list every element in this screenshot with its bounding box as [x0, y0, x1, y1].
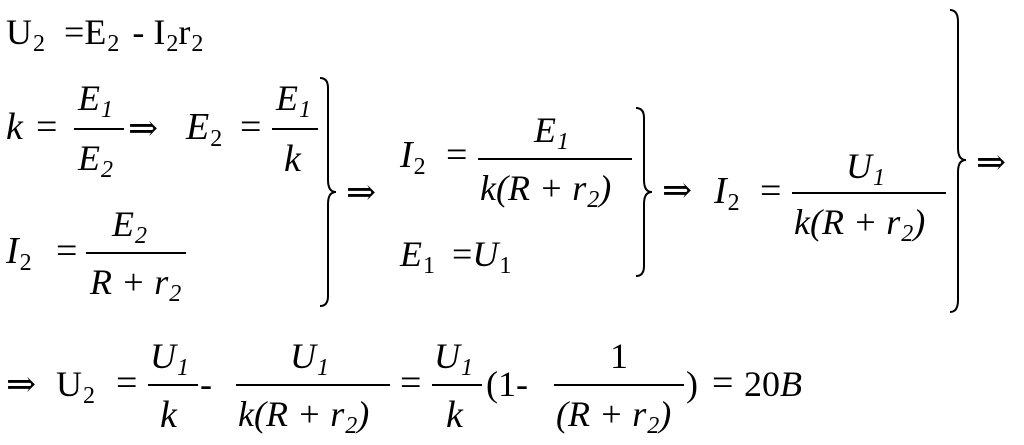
eq7-f2-bar	[236, 384, 390, 386]
eq7-f2-numerator: U1	[290, 336, 329, 381]
eq7-paren-open: (1-	[486, 364, 528, 404]
eq7-implies-arrow: ⇒	[6, 364, 37, 404]
eq7-f3-bar	[432, 384, 482, 386]
implies-arrow-1: ⇒	[346, 172, 377, 212]
right-brace-3	[949, 9, 967, 313]
implies-arrow-2: ⇒	[662, 170, 693, 210]
eq7-f4-denominator: (R + r2)	[556, 394, 672, 439]
eq7-f4-bar	[554, 384, 684, 386]
eq3-numerator: E2	[112, 204, 147, 249]
eq1-voltage-formula: U2 =E2 - I2r2	[6, 12, 204, 57]
eq2-k: k	[6, 106, 23, 148]
eq4-fraction-bar	[478, 158, 632, 160]
eq4-equals: =	[446, 134, 468, 176]
eq2-denominator: E2	[78, 138, 113, 183]
eq2-equals: =	[36, 106, 58, 148]
eq3-i2: I2	[6, 230, 32, 276]
eq2-implies-arrow: ⇒	[128, 108, 159, 148]
eq2-denominator-2: k	[284, 138, 301, 180]
eq2-fraction-bar	[74, 128, 124, 130]
eq7-equals-3: =	[712, 362, 734, 404]
eq7-f4-numerator: 1	[610, 336, 628, 376]
eq2-e2: E2	[186, 106, 223, 152]
eq2-numerator: E1	[78, 78, 113, 123]
eq6-denominator: k(R + r2)	[794, 202, 926, 247]
eq5-e1-equals-u1: E1 =U1	[400, 234, 512, 279]
eq3-fraction-bar	[86, 252, 186, 254]
eq7-f1-bar	[148, 384, 198, 386]
eq3-equals: =	[56, 230, 78, 272]
eq6-fraction-bar	[792, 192, 946, 194]
eq4-numerator: E1	[534, 110, 569, 155]
eq6-numerator: U1	[846, 146, 885, 191]
eq7-minus: -	[200, 364, 212, 404]
eq3-denominator: R + r2	[90, 262, 182, 307]
eq7-equals: =	[116, 362, 138, 404]
eq7-u2: U2	[56, 364, 95, 409]
eq7-f1-denominator: k	[160, 394, 177, 436]
eq4-denominator: k(R + r2)	[480, 168, 612, 213]
eq7-f3-denominator: k	[446, 394, 463, 436]
eq2-numerator-2: E1	[276, 78, 311, 123]
eq6-equals: =	[760, 170, 782, 212]
eq6-i2: I2	[714, 170, 740, 216]
eq7-paren-close: )	[686, 364, 698, 404]
right-brace-2	[635, 107, 653, 277]
right-brace-1	[319, 77, 337, 307]
eq7-f1-numerator: U1	[150, 336, 189, 381]
eq2-equals-2: =	[240, 106, 262, 148]
eq2-fraction-bar-2	[272, 128, 318, 130]
implies-arrow-final: ⇒	[976, 142, 1007, 182]
eq7-f2-denominator: k(R + r2)	[238, 394, 370, 439]
eq7-f3-numerator: U1	[434, 336, 473, 381]
eq4-i2: I2	[400, 134, 426, 180]
eq7-result: 20B	[744, 364, 802, 404]
eq7-equals-2: =	[400, 362, 422, 404]
